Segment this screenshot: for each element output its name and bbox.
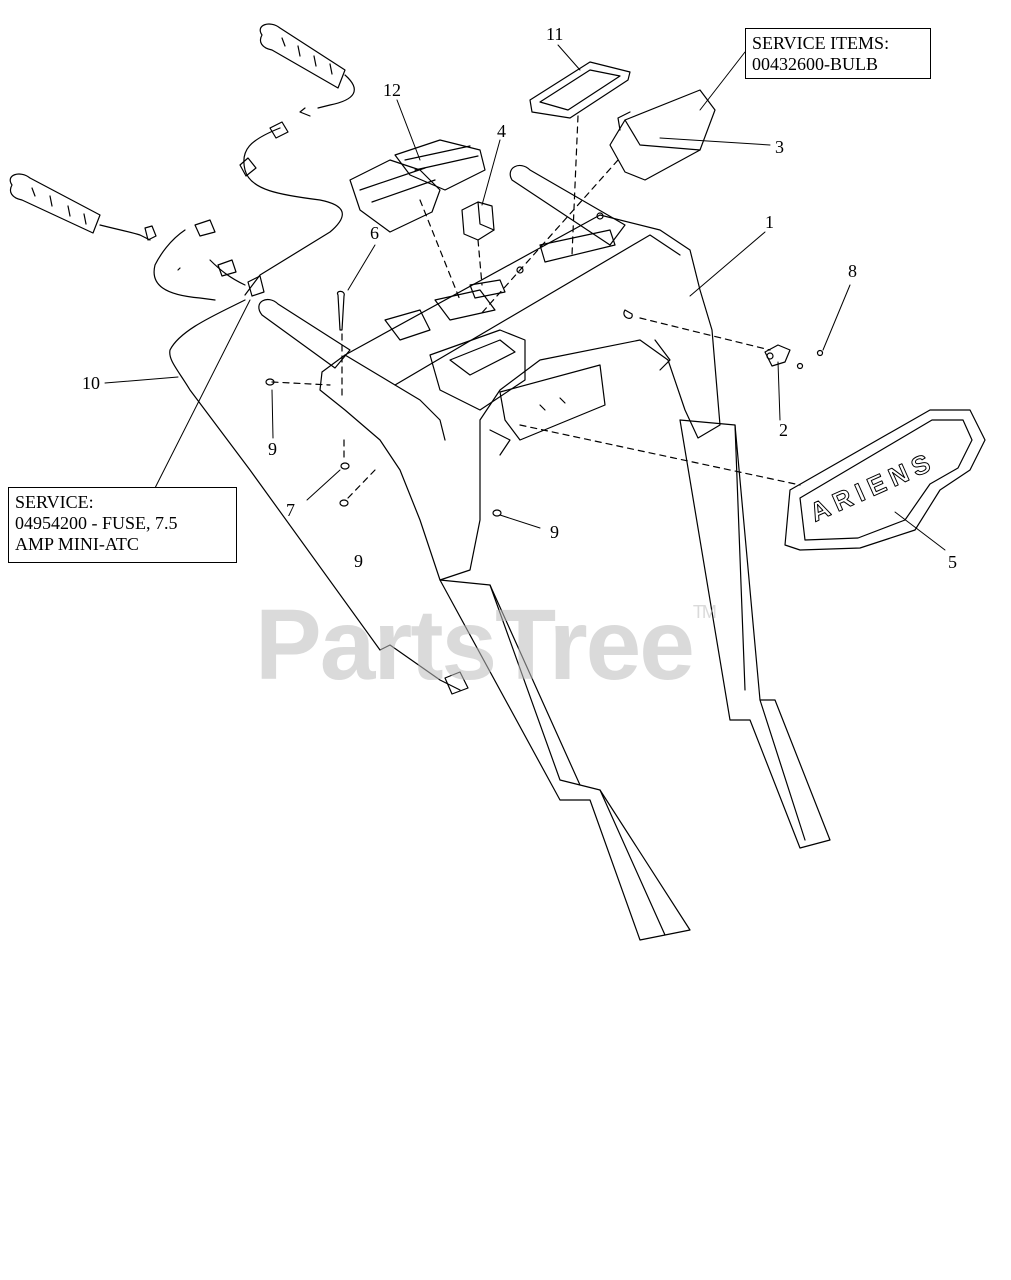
callout-8: 8 xyxy=(848,261,857,281)
service-box-bulb-line1: SERVICE ITEMS: xyxy=(752,33,890,53)
leader-8 xyxy=(822,284,851,351)
leader-7 xyxy=(306,469,341,501)
handle-stub-right xyxy=(509,165,626,246)
leader-10 xyxy=(104,376,179,384)
service-box-fuse-line2: 04954200 - FUSE, 7.5 xyxy=(15,513,178,533)
right-handle-tube xyxy=(679,419,831,849)
left-handle-tube xyxy=(439,579,691,941)
watermark-tm: TM xyxy=(692,602,717,622)
screw-part-6 xyxy=(336,290,345,331)
handle-stub-left xyxy=(258,299,351,369)
nut-part-9b xyxy=(339,499,349,507)
leader-9c xyxy=(499,514,541,529)
assembly-line-9a xyxy=(271,381,331,386)
watermark-text: PartsTree xyxy=(255,589,695,701)
callout-6: 6 xyxy=(370,223,379,243)
assembly-line-4 xyxy=(477,239,483,286)
ariens-logo: ARIENS xyxy=(805,445,940,527)
leader-3 xyxy=(659,137,771,146)
assembly-line-3 xyxy=(479,159,619,316)
callout-1: 1 xyxy=(765,212,774,232)
service-box-fuse-line3: AMP MINI-ATC xyxy=(15,534,139,554)
callout-11: 11 xyxy=(546,24,564,44)
callout-12: 12 xyxy=(383,80,401,100)
assembly-line-5 xyxy=(519,424,801,486)
heated-grip-lower xyxy=(9,173,101,234)
callout-7: 7 xyxy=(286,500,295,520)
leader-5 xyxy=(894,511,946,551)
assembly-line-11 xyxy=(571,115,579,256)
leader-service-top xyxy=(699,51,746,111)
switch-cover-part-12 xyxy=(349,139,486,233)
callout-9c: 9 xyxy=(550,522,559,542)
watermark: PartsTreeTM xyxy=(255,588,717,703)
service-box-bulb: SERVICE ITEMS: 00432600-BULB xyxy=(745,28,931,79)
assembly-line-2 xyxy=(639,317,771,351)
assembly-line-9b xyxy=(347,469,376,499)
callout-9b: 9 xyxy=(354,551,363,571)
leader-9a xyxy=(271,389,274,439)
callout-9a: 9 xyxy=(268,439,277,459)
lens-part-11 xyxy=(529,61,631,119)
wire-harness-part-10 xyxy=(99,74,469,695)
leader-12 xyxy=(396,99,421,161)
heated-grip-upper xyxy=(259,23,346,89)
rocker-switch-part-4 xyxy=(461,201,495,241)
callout-10: 10 xyxy=(82,373,100,393)
service-box-fuse-line1: SERVICE: xyxy=(15,492,94,512)
callout-4: 4 xyxy=(497,121,506,141)
clip-part-2 xyxy=(764,344,824,370)
leader-service-left xyxy=(154,299,251,489)
service-box-bulb-line2: 00432600-BULB xyxy=(752,54,878,74)
callout-3: 3 xyxy=(775,137,784,157)
service-box-fuse: SERVICE: 04954200 - FUSE, 7.5 AMP MINI-A… xyxy=(8,487,237,563)
leader-6 xyxy=(347,244,376,291)
ariens-panel-part-5 xyxy=(784,409,986,551)
leader-2 xyxy=(777,361,781,421)
nut-part-9c xyxy=(492,509,502,517)
leader-1 xyxy=(689,231,766,297)
callout-2: 2 xyxy=(779,420,788,440)
dash-panel xyxy=(319,212,721,581)
headlight-part-3 xyxy=(609,89,716,181)
leader-11 xyxy=(557,44,581,71)
leader-4 xyxy=(481,139,501,206)
washer-part-7 xyxy=(340,462,350,470)
assembly-line-12 xyxy=(419,199,461,301)
callout-5: 5 xyxy=(948,552,957,572)
